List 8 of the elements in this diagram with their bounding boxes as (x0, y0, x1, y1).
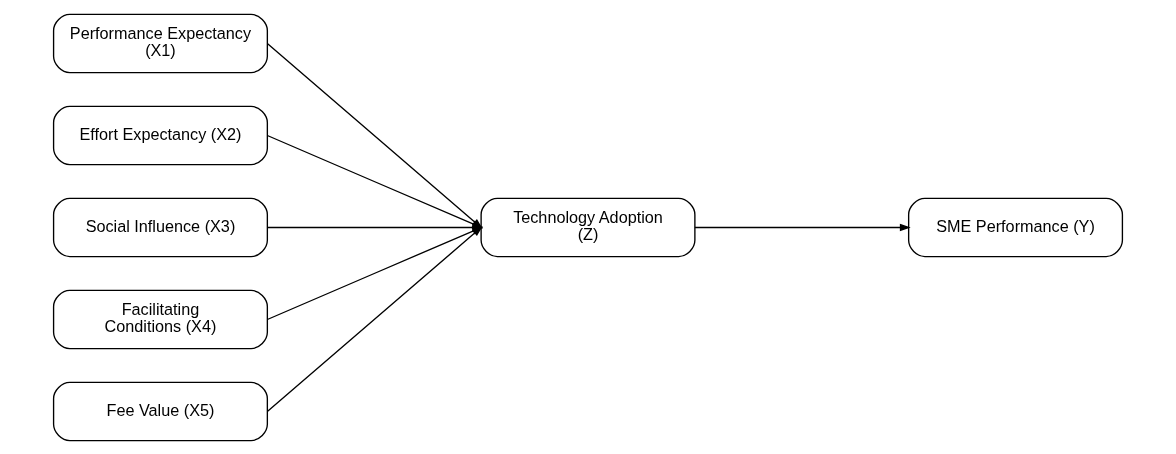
node-box: Facilitating Conditions (X4) (52, 289, 269, 349)
node-box: Social Influence (X3) (52, 197, 269, 257)
node-box: Technology Adoption (Z) (480, 197, 696, 257)
node-box: Fee Value (X5) (52, 381, 269, 441)
node-box: Performance Expectancy (X1) (52, 13, 269, 73)
node-box: SME Performance (Y) (907, 197, 1124, 257)
node-box: Effort Expectancy (X2) (52, 105, 269, 165)
arrow (694, 223, 911, 231)
